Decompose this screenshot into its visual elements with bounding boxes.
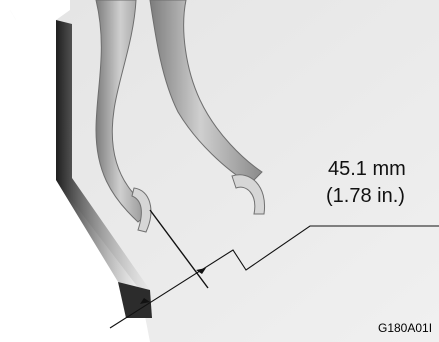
- top-notch: [10, 0, 70, 20]
- left-clip: [131, 187, 152, 233]
- measurement-imperial-label: (1.78 in.): [326, 185, 405, 207]
- measurement-metric-label: 45.1 mm: [328, 158, 406, 180]
- part-edge-dark: [118, 282, 152, 318]
- right-wiper-arm: [149, 0, 263, 185]
- dimension-arrow-upper: [196, 268, 206, 274]
- reference-line: [149, 209, 209, 289]
- figure-code-label: G180A01I: [378, 321, 433, 335]
- dimension-arrow-lower: [140, 298, 150, 304]
- right-clip: [231, 174, 266, 215]
- dimension-leader-line: [109, 225, 439, 329]
